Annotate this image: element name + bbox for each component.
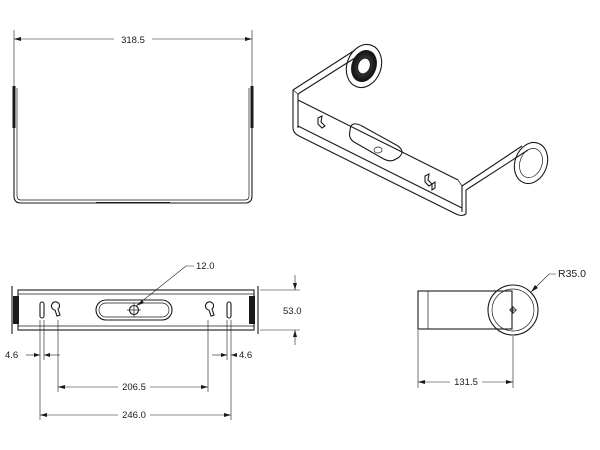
side-view: R35.0 131.5 [417,268,586,388]
hole-diameter-dimension: 12.0 [196,261,215,272]
front-view: 12.0 53.0 4.6 4.6 206.5 [5,261,302,421]
top-view: 318.5 [12,30,254,204]
top-width-dimension: 318.5 [121,35,145,46]
radius-dimension: R35.0 [558,268,586,280]
side-depth-dimension: 131.5 [454,377,478,388]
height-dimension: 53.0 [283,306,302,317]
left-offset-dimension: 4.6 [5,350,18,361]
right-offset-dimension: 4.6 [239,350,252,361]
inner-span-dimension: 206.5 [122,382,146,393]
isometric-view [292,43,549,217]
outer-span-dimension: 246.0 [122,410,146,421]
